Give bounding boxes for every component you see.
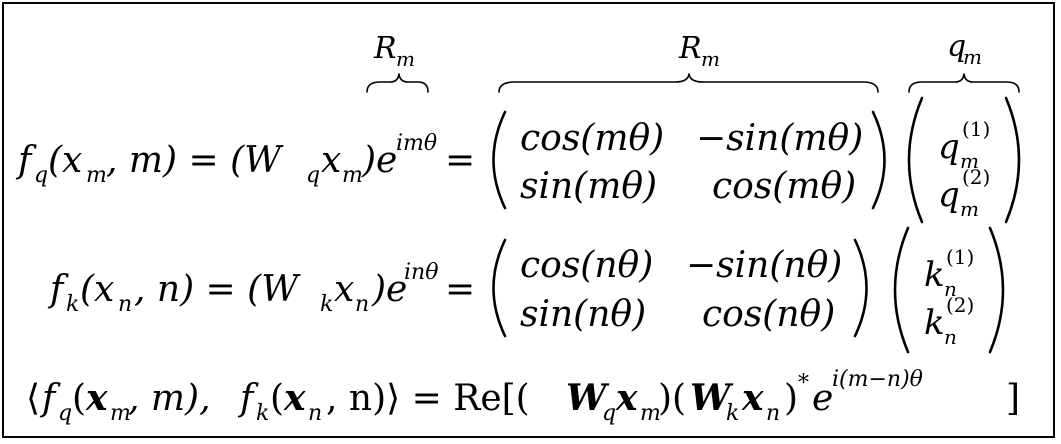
math-eq2-v1-sup: (1) (946, 245, 974, 269)
math-eq3-xm-tail: , m), (128, 378, 211, 419)
math-eq2-m22: cos(nθ) (702, 294, 835, 335)
math-eq3-open: ⟨ (26, 378, 40, 419)
math-eq1-m22: cos(mθ) (712, 166, 856, 207)
math-eq1-v1-sup: (1) (962, 117, 990, 141)
math-eq2-lhs-args: (x (80, 269, 114, 310)
math-eq1-v2-sup: (2) (962, 165, 990, 189)
math-eq2-exp: inθ (404, 260, 438, 285)
matrix2-left-paren (492, 238, 507, 338)
label-rm-small: R m (373, 31, 415, 71)
matrix2-right-paren (853, 238, 868, 338)
math-eq1-v2: q (938, 175, 960, 215)
math-eq1-close: )e (361, 140, 397, 181)
math-eq1-x: x (321, 140, 341, 181)
math-eq3-xm-sub: m (110, 401, 131, 426)
vector1-left-paren (907, 96, 924, 224)
brace-rm-small (366, 73, 429, 93)
math-labels-qm-sub: m (963, 45, 982, 69)
math-eq3-W2: W (690, 377, 734, 419)
math-labels-qm: q (947, 29, 966, 64)
math-eq1-v1: q (938, 127, 960, 167)
math-eq1-m11: cos(mθ) (520, 118, 664, 159)
math-eq1-m12: −sin(mθ) (696, 118, 863, 159)
math-eq2-lhs-args-sub: n (118, 292, 132, 317)
math-eq3-W2-sub: k (726, 401, 739, 426)
label-rm-large: R m (678, 31, 720, 71)
vector1-right-paren (1004, 96, 1021, 224)
vector2-left-paren (893, 226, 910, 354)
math-eq3-xn: x (283, 377, 306, 419)
math-eq2-v1: k (924, 255, 945, 295)
math-eq3-xm-open: ( (72, 378, 86, 419)
math-eq2-x-sub: n (355, 292, 369, 317)
math-eq2-v2: k (924, 303, 945, 343)
matrix1-right-paren (871, 110, 886, 210)
math-eq3-W1: W (566, 377, 610, 419)
math-labels-rm-small-sub: m (396, 47, 415, 71)
math-labels-rm-small: R (373, 31, 397, 66)
equation-3: ⟨ f q ( x m , m), f k ( x n , n)⟩ = Re[(… (26, 367, 1020, 426)
math-eq2-v2-sup: (2) (946, 293, 974, 317)
math-eq3-fq-sub: q (58, 401, 72, 426)
brace-rm-large (498, 73, 879, 93)
math-eq2-v1-sub: n (944, 277, 957, 301)
math-eq3-W1-sub: q (602, 401, 616, 426)
math-eq3-e-exp: i(m−n)θ (832, 367, 923, 392)
math-eq3-star-sup: * (798, 371, 809, 396)
label-qm: q m (947, 29, 982, 69)
math-eq1-v1-sub: m (960, 149, 979, 173)
math-eq3-x1: x (615, 377, 638, 419)
math-eq3-fk-sub: k (256, 401, 269, 426)
math-eq3-x1-sub: m (640, 401, 661, 426)
equation-2: f k (x n , n) = (W k x n )e inθ = cos(nθ… (47, 226, 1005, 354)
math-eq2-w-sub: k (320, 292, 333, 317)
math-eq1-x-sub: m (342, 163, 363, 188)
math-eq2-v2-sub: n (944, 325, 957, 349)
math-eq1-lhs-sub: q (34, 163, 48, 188)
equation-1: f q (x m , m) = (W q x m )e imθ = cos(mθ… (15, 96, 1021, 224)
math-eq2-lhs-sub: k (66, 292, 79, 317)
math-eq3-x2-sub: n (766, 401, 780, 426)
math-eq3-xm: x (85, 377, 108, 419)
math-eq2-m12: −sin(nθ) (686, 245, 842, 286)
vector2-right-paren (988, 226, 1005, 354)
math-labels-rm-large-sub: m (701, 47, 720, 71)
math-eq3-star: ) (784, 378, 798, 419)
math-eq2-close: )e (371, 269, 407, 310)
math-labels-rm-large: R (678, 31, 702, 66)
math-eq1-lhs-args-tail: , m) = (W (106, 140, 284, 181)
math-eq1-lhs-args: (x (48, 140, 82, 181)
math-eq3-xn-tail: , n)⟩ = Re[( (326, 378, 530, 419)
math-eq3-xn-open: ( (270, 378, 284, 419)
math-eq3-x2: x (741, 377, 764, 419)
math-eq2-equals: = (445, 269, 475, 310)
math-eq1-lhs-args-sub: m (86, 163, 107, 188)
math-eq1-m21: sin(mθ) (520, 166, 657, 207)
math-eq3-end: ] (1006, 378, 1020, 419)
math-eq2-m21: sin(nθ) (520, 294, 646, 335)
math-eq2-lhs-args-tail: , n) = (W (134, 269, 301, 310)
math-eq2-m11: cos(nθ) (520, 245, 653, 286)
math-eq1-exp: imθ (396, 131, 437, 156)
math-eq1-w-sub: q (306, 163, 320, 188)
brace-qm (908, 73, 1020, 93)
math-eq1-v2-sub: m (960, 197, 979, 221)
math-eq3-e: e (812, 378, 833, 419)
math-eq1-equals: = (445, 140, 475, 181)
math-eq3-xn-sub: n (308, 401, 322, 426)
math-eq2-x: x (334, 269, 354, 310)
matrix1-left-paren (492, 110, 507, 210)
equation-frame (2, 2, 1055, 438)
math-eq3-mid: )( (658, 378, 686, 419)
